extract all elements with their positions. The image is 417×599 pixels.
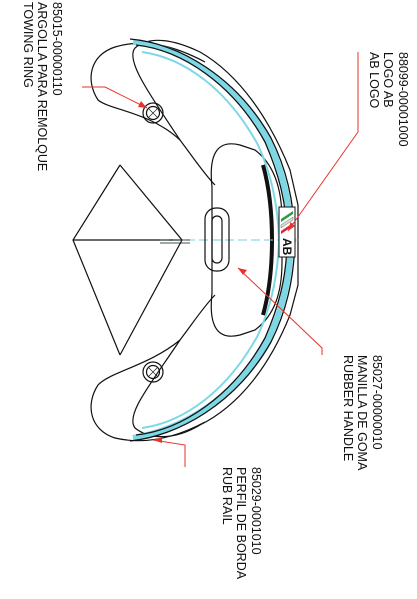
callout-towing-ring: 85015-00000110 ARGOLLA PARA REMOLQUE TOW… bbox=[21, 2, 64, 172]
handle-part-number: 85027-00000010 bbox=[370, 355, 384, 450]
leader-lines bbox=[82, 52, 359, 467]
callout-handle: 85027-00000010 MANILLA DE GOMA RUBBER HA… bbox=[341, 355, 384, 471]
logo-badge-text: AB bbox=[280, 238, 294, 256]
rub-label-en: RUB RAIL bbox=[220, 467, 234, 525]
handle-label-es: MANILLA DE GOMA bbox=[355, 355, 370, 471]
handle-label-en: RUBBER HANDLE bbox=[341, 355, 355, 462]
ab-logo-icon: AB bbox=[278, 206, 296, 258]
leader-rub bbox=[152, 439, 186, 467]
logo-part-number: 88099-00001000 bbox=[396, 52, 410, 147]
rub-part-number: 85029-0001010 bbox=[249, 467, 263, 555]
ring-label-es: ARGOLLA PARA REMOLQUE bbox=[35, 2, 50, 172]
leader-logo bbox=[287, 52, 359, 232]
towing-ring-lower bbox=[142, 361, 164, 383]
logo-label-es: LOGO AB bbox=[381, 52, 396, 108]
tube-outline bbox=[90, 39, 299, 442]
leader-ring bbox=[82, 86, 148, 109]
callout-rub-rail: 85029-0001010 PERFIL DE BORDA RUB RAIL bbox=[220, 467, 263, 580]
leader-arrows bbox=[138, 101, 295, 443]
ring-label-en: TOWING RING bbox=[21, 2, 35, 88]
ring-part-number: 85015-00000110 bbox=[50, 2, 64, 96]
bow-cover bbox=[72, 164, 183, 356]
towing-ring-upper bbox=[142, 102, 164, 124]
rubber-handle bbox=[204, 207, 230, 272]
leader-handle bbox=[237, 267, 323, 355]
callout-logo: 88099-00001000 LOGO AB AB LOGO bbox=[367, 52, 410, 147]
logo-label-en: AB LOGO bbox=[367, 52, 381, 109]
rub-label-es: PERFIL DE BORDA bbox=[234, 467, 249, 580]
